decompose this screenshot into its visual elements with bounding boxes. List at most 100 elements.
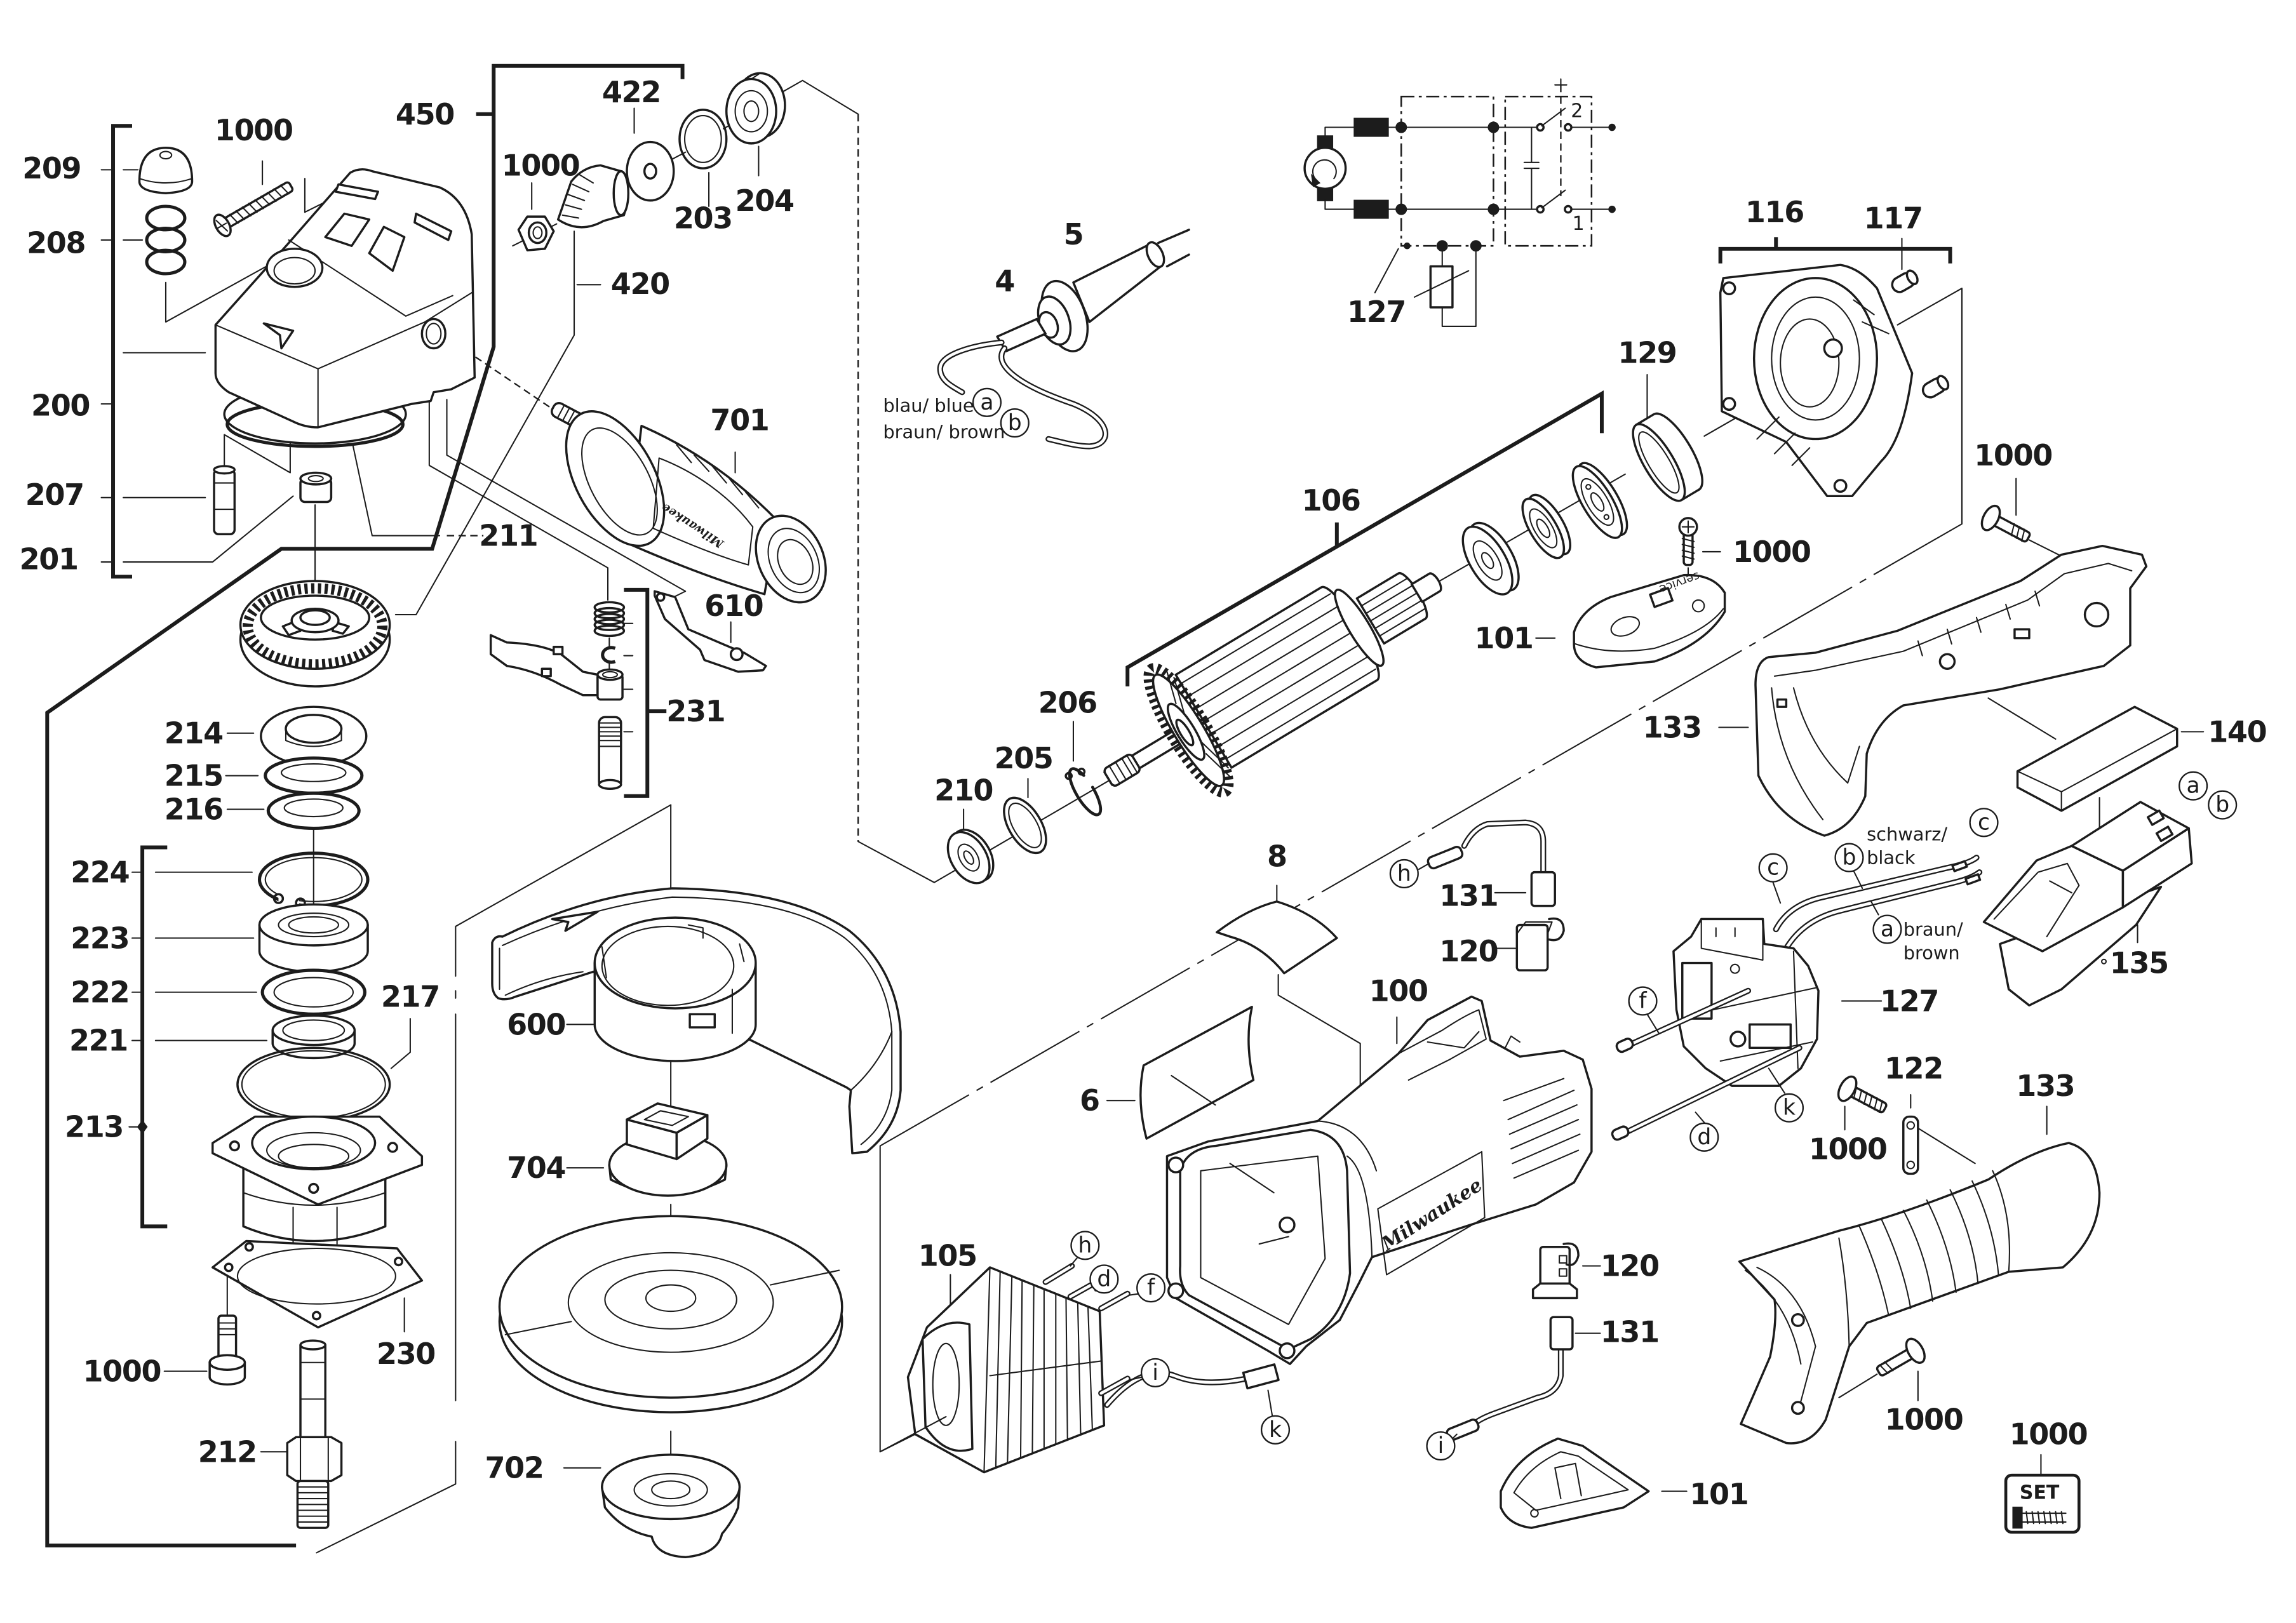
disc-ring	[567, 1252, 774, 1353]
field-axis	[879, 1415, 947, 1453]
housing-body-line	[1317, 1120, 1378, 1258]
pin-end	[1905, 269, 1919, 286]
part-208-spring	[145, 204, 187, 276]
marker-leader	[1451, 1433, 1458, 1439]
coil	[145, 227, 187, 253]
label-6-detail	[1171, 1074, 1216, 1106]
callout-231: 231	[666, 694, 725, 728]
lead-terminal	[1427, 846, 1464, 870]
housing-boss	[1279, 1342, 1296, 1359]
screw-thread	[217, 1322, 237, 1335]
callout-131-lower: 131	[1601, 1314, 1659, 1349]
part-bearing-retainer	[1571, 462, 1628, 539]
guard-rim	[502, 896, 893, 1145]
cord-wires: blau/ blue braun/ brown	[883, 339, 1108, 450]
terminal-dot	[1608, 123, 1616, 131]
marker-i: i	[1140, 1358, 1171, 1387]
lead-terminal-d	[1611, 1125, 1630, 1141]
housing-outline	[214, 168, 476, 429]
bracket-213	[140, 845, 168, 1229]
lead-connector	[1549, 1316, 1574, 1351]
part-702-clamp-nut	[601, 1453, 741, 1559]
switch-actuator	[1554, 78, 1568, 86]
field-pin-f-core	[1099, 1292, 1129, 1310]
part-bearing-commutator-end	[1461, 521, 1520, 596]
marker-d: d	[1689, 1122, 1719, 1152]
motor-symbol	[1303, 147, 1347, 190]
label-6-outline	[1139, 1005, 1255, 1140]
wire-label-brown-2: brown	[1903, 942, 1960, 963]
housing-rear-inner	[1200, 1155, 1326, 1325]
part-209-cap	[138, 147, 194, 194]
part-117-pin	[1921, 375, 1950, 399]
marker-letter: i	[1438, 1433, 1444, 1459]
terminal-dot	[1608, 205, 1616, 213]
ring-inner	[264, 857, 363, 902]
ring-inner	[282, 1019, 346, 1041]
wire-label-brown-1: braun/	[1903, 919, 1963, 940]
frame-guard	[316, 804, 672, 1554]
washer-inner	[283, 798, 344, 818]
nut-top	[601, 1453, 741, 1521]
flange-hole	[387, 1142, 398, 1153]
washer-bore	[643, 163, 657, 180]
connector-markers: a b h c b a c a b f k d h d f i k i	[972, 387, 2238, 1461]
handle-boss	[1790, 1401, 1805, 1415]
nut-face	[527, 221, 547, 244]
callout-1000-clamp-screw: 1000	[1809, 1132, 1887, 1166]
marker-circle	[1969, 808, 1999, 838]
wire-label-brown: braun/ brown	[883, 421, 1005, 443]
part-135-switch	[1982, 801, 2193, 1007]
callout-610: 610	[704, 589, 763, 623]
vent-window	[324, 212, 371, 247]
lead-cable	[1473, 1346, 1564, 1426]
marker-circle	[1089, 1264, 1119, 1294]
handle-outline	[1738, 1142, 2101, 1445]
guard-tab-inner	[499, 947, 584, 996]
fan-blades	[1143, 663, 1234, 798]
marker-k: k	[1260, 1415, 1291, 1445]
callout-133-upper: 133	[1643, 710, 1702, 744]
housing-boss	[1279, 1216, 1296, 1234]
rotation-arrowhead-icon	[1311, 173, 1321, 187]
marker-letter: a	[980, 390, 993, 415]
marker-letter: d	[1097, 1266, 1111, 1292]
cover-icon	[1649, 587, 1674, 608]
switch-terminal-2: 2	[1571, 100, 1583, 123]
screw-head	[1837, 1075, 1858, 1102]
coil	[593, 624, 626, 638]
part-207-pin	[213, 465, 236, 535]
marker-letter: d	[1697, 1125, 1711, 1150]
marker-f: f	[1136, 1273, 1166, 1303]
handle-grip-ribs	[1858, 1170, 2010, 1317]
clamp-strap	[1902, 1115, 1919, 1175]
marker-circle	[1000, 408, 1030, 438]
spindle-groove	[299, 1361, 326, 1400]
callout-201: 201	[20, 542, 78, 576]
housing-boss	[1167, 1156, 1185, 1173]
leaders-left-bracket	[100, 169, 294, 563]
bracket-213-diamond	[137, 1119, 148, 1134]
callout-135: 135	[2110, 946, 2168, 980]
bracket-200-group	[111, 124, 132, 579]
core-slots	[1180, 593, 1376, 760]
bearing-race	[957, 843, 980, 872]
knob-ring	[767, 528, 821, 594]
field-pin-i-core	[1099, 1377, 1129, 1395]
switch-box	[1504, 95, 1593, 247]
screw-head	[1980, 504, 2001, 531]
strain-relief-end	[1145, 241, 1165, 269]
wire-brown-core	[1000, 347, 1107, 448]
screw-thread	[1879, 1361, 1894, 1374]
marker-letter: a	[2187, 773, 2200, 799]
callout-205: 205	[995, 741, 1053, 775]
marker-letter: f	[1147, 1275, 1155, 1300]
spindle-thread	[297, 1486, 329, 1523]
housing-logo-panel	[1377, 1151, 1486, 1276]
screw-cross	[1681, 520, 1695, 533]
wire-black-core	[1774, 856, 1978, 931]
part-610-wrench	[654, 590, 767, 673]
part-231-spindle-lock	[489, 601, 626, 791]
marker-h: h	[1389, 858, 1419, 889]
leaders-spindle-stack	[131, 732, 268, 1041]
